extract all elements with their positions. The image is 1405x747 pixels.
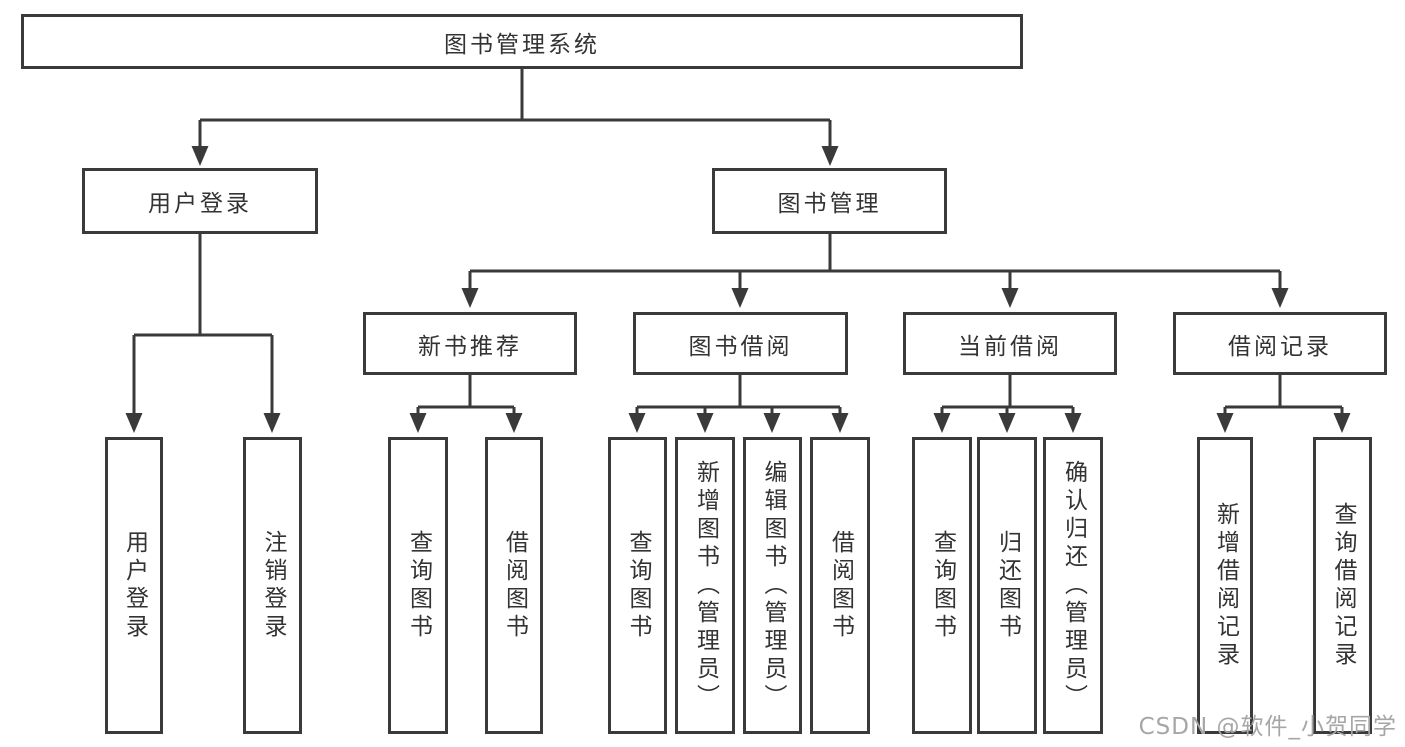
connector-book-borrow-to-leaves xyxy=(628,374,849,433)
arrowhead-icon xyxy=(409,413,427,433)
leaf-logout: 注销登录 xyxy=(243,437,302,734)
leaf-borrow-books: 借阅图书 xyxy=(810,437,870,734)
arrowhead-icon xyxy=(505,413,523,433)
leaf-user-login: 用户登录 xyxy=(105,437,163,734)
leaf-edit-book-admin: 编辑图书（管理员） xyxy=(743,437,802,734)
connector-user-login-to-leaves xyxy=(125,233,281,433)
connector-root-to-level2 xyxy=(191,69,839,166)
arrowhead-icon xyxy=(1271,288,1289,308)
node-root: 图书管理系统 xyxy=(21,14,1023,69)
arrowhead-icon xyxy=(461,288,479,308)
arrowhead-icon xyxy=(125,413,143,433)
node-user-login: 用户登录 xyxy=(82,168,318,234)
leaf-borrow-books-recommend: 借阅图书 xyxy=(485,437,543,734)
arrowhead-icon xyxy=(1216,413,1234,433)
arrowhead-icon xyxy=(933,413,951,433)
arrowhead-icon xyxy=(763,413,781,433)
leaf-query-borrow-record: 查询借阅记录 xyxy=(1313,437,1372,734)
node-borrow-records: 借阅记录 xyxy=(1173,312,1387,375)
arrowhead-icon xyxy=(998,413,1016,433)
connector-new-book-rec-to-leaves xyxy=(409,374,523,433)
arrowhead-icon xyxy=(821,146,839,166)
leaf-return-book: 归还图书 xyxy=(977,437,1037,734)
leaf-confirm-return-admin: 确认归还（管理员） xyxy=(1043,437,1103,734)
arrowhead-icon xyxy=(831,413,849,433)
arrowhead-icon xyxy=(628,413,646,433)
watermark: CSDN @软件_小贺同学 xyxy=(1138,714,1397,740)
node-current-borrow: 当前借阅 xyxy=(903,312,1117,375)
leaf-add-borrow-record: 新增借阅记录 xyxy=(1197,437,1253,734)
arrowhead-icon xyxy=(696,413,714,433)
node-book-borrow: 图书借阅 xyxy=(633,312,848,375)
arrowhead-icon xyxy=(1064,413,1082,433)
connector-current-borrow-to-leaves xyxy=(933,374,1082,433)
connector-borrow-records-to-leaves xyxy=(1216,374,1351,433)
arrowhead-icon xyxy=(1333,413,1351,433)
connector-book-mgmt-to-level3 xyxy=(461,233,1289,308)
node-book-management: 图书管理 xyxy=(712,168,947,234)
arrowhead-icon xyxy=(263,413,281,433)
arrowhead-icon xyxy=(191,146,209,166)
leaf-query-books-current: 查询图书 xyxy=(912,437,972,734)
arrowhead-icon xyxy=(731,288,749,308)
node-new-book-recommend: 新书推荐 xyxy=(363,312,577,375)
leaf-add-book-admin: 新增图书（管理员） xyxy=(675,437,735,734)
leaf-query-books-recommend: 查询图书 xyxy=(388,437,448,734)
arrowhead-icon xyxy=(1001,288,1019,308)
leaf-query-books-borrow: 查询图书 xyxy=(608,437,667,734)
